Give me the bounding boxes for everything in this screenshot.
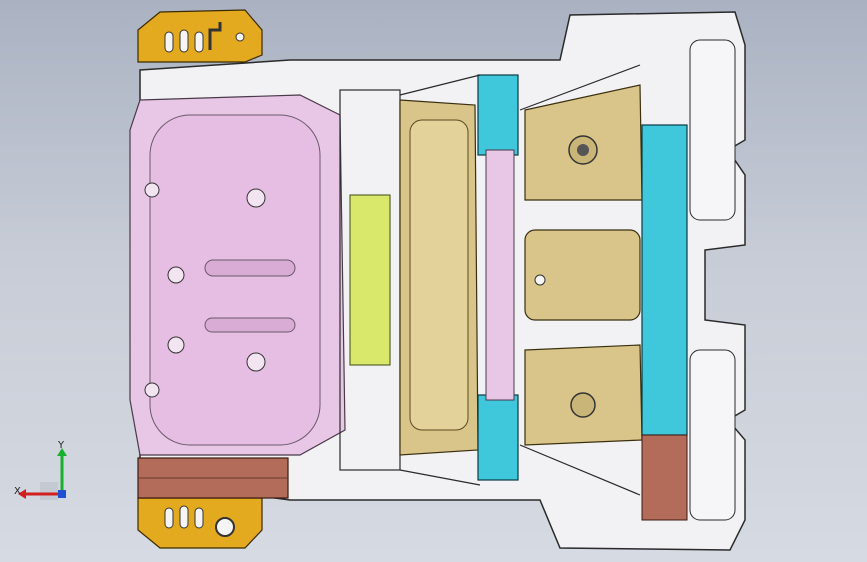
rear-floor-hole xyxy=(144,382,160,398)
crossmember-green xyxy=(349,194,391,366)
rear-floor-hole xyxy=(144,182,160,198)
bracket-slot xyxy=(179,505,189,529)
z-axis-marker xyxy=(58,490,66,498)
rear-floor-hole xyxy=(246,188,266,208)
bracket-hole xyxy=(235,32,245,42)
bracket-slot xyxy=(164,507,174,529)
cyan-rail-right xyxy=(641,124,688,436)
front-floor-hole xyxy=(534,274,546,286)
rear-floor-well xyxy=(149,114,321,446)
bracket-slot xyxy=(194,507,204,529)
right-rail-red xyxy=(641,434,688,521)
center-pink-spine xyxy=(485,149,515,401)
bracket-hook xyxy=(208,22,222,50)
cyan-rail-bottom xyxy=(477,394,519,481)
y-axis-label: Y xyxy=(58,440,65,451)
front-side-member xyxy=(689,39,736,221)
cyan-rail-top xyxy=(477,74,519,156)
rear-floor-rib xyxy=(204,317,296,333)
axis-triad-graphic xyxy=(18,448,67,500)
rear-floor-rib xyxy=(204,259,296,277)
rear-floor-hole xyxy=(246,352,266,372)
rear-floor-hole xyxy=(167,336,185,354)
rear-floor-hole xyxy=(167,266,185,284)
front-side-member xyxy=(689,349,736,521)
front-floor-pan-mid xyxy=(524,229,641,321)
x-axis-label: X xyxy=(14,486,21,497)
bracket-hole xyxy=(215,517,235,537)
bracket-slot xyxy=(164,31,174,53)
axis-triad: Y X xyxy=(12,440,72,502)
front-floor-hole xyxy=(570,392,596,418)
bracket-slot xyxy=(194,31,204,53)
center-floor-panel xyxy=(409,119,469,431)
bracket-slot xyxy=(179,29,189,53)
